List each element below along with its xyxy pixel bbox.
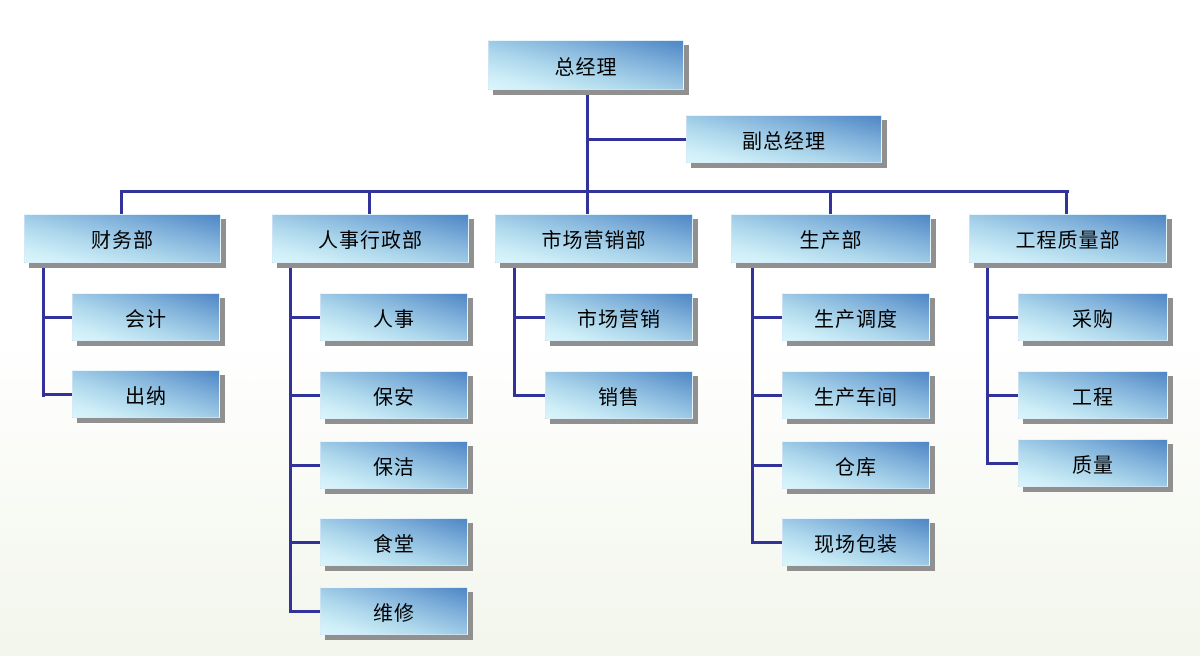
connector-line bbox=[1065, 190, 1068, 215]
connector-line bbox=[42, 262, 45, 397]
org-node-marketing[interactable]: 市场营销 bbox=[545, 293, 693, 341]
connector-line bbox=[986, 394, 1020, 397]
org-node-procurement[interactable]: 采购 bbox=[1018, 293, 1168, 341]
connector-line bbox=[289, 541, 322, 544]
connector-line bbox=[986, 462, 1020, 465]
connector-line bbox=[751, 262, 754, 544]
connector-line bbox=[289, 464, 322, 467]
org-node-general-manager[interactable]: 总经理 bbox=[488, 40, 684, 90]
org-node-cashier[interactable]: 出纳 bbox=[72, 370, 220, 418]
org-node-deputy-general-manager[interactable]: 副总经理 bbox=[686, 115, 882, 163]
org-node-engineering-quality-dept[interactable]: 工程质量部 bbox=[969, 214, 1167, 263]
org-node-maintenance[interactable]: 维修 bbox=[320, 587, 468, 635]
connector-line bbox=[751, 464, 784, 467]
org-node-sales[interactable]: 销售 bbox=[545, 371, 693, 419]
org-node-hr[interactable]: 人事 bbox=[320, 293, 468, 341]
org-node-production-workshop[interactable]: 生产车间 bbox=[782, 371, 930, 419]
org-node-cleaning[interactable]: 保洁 bbox=[320, 441, 468, 489]
connector-line bbox=[513, 316, 547, 319]
connector-line bbox=[120, 190, 123, 215]
connector-line bbox=[289, 262, 292, 613]
connector-line bbox=[368, 190, 371, 215]
connector-line bbox=[289, 316, 322, 319]
connector-line bbox=[586, 88, 589, 215]
connector-line bbox=[751, 541, 784, 544]
org-node-onsite-packaging[interactable]: 现场包装 bbox=[782, 518, 930, 566]
org-node-production-dept[interactable]: 生产部 bbox=[731, 214, 931, 263]
org-node-canteen[interactable]: 食堂 bbox=[320, 518, 468, 566]
connector-line bbox=[42, 316, 74, 319]
connector-line bbox=[289, 394, 322, 397]
org-node-hr-admin-dept[interactable]: 人事行政部 bbox=[272, 214, 469, 263]
connector-line bbox=[751, 316, 784, 319]
connector-line bbox=[42, 393, 74, 396]
connector-line bbox=[986, 262, 989, 465]
connector-line bbox=[289, 610, 322, 613]
org-node-finance-dept[interactable]: 财务部 bbox=[24, 214, 221, 263]
org-node-quality[interactable]: 质量 bbox=[1018, 439, 1168, 487]
org-node-engineering[interactable]: 工程 bbox=[1018, 371, 1168, 419]
connector-line bbox=[986, 316, 1020, 319]
connector-line bbox=[829, 190, 832, 215]
org-node-security[interactable]: 保安 bbox=[320, 371, 468, 419]
connector-line bbox=[513, 262, 516, 397]
org-node-accounting[interactable]: 会计 bbox=[72, 293, 220, 341]
org-node-production-scheduling[interactable]: 生产调度 bbox=[782, 293, 930, 341]
org-node-warehouse[interactable]: 仓库 bbox=[782, 441, 930, 489]
org-node-marketing-dept[interactable]: 市场营销部 bbox=[495, 214, 693, 263]
connector-line bbox=[120, 190, 1069, 193]
connector-line bbox=[751, 394, 784, 397]
connector-line bbox=[586, 138, 686, 141]
connector-line bbox=[513, 394, 547, 397]
